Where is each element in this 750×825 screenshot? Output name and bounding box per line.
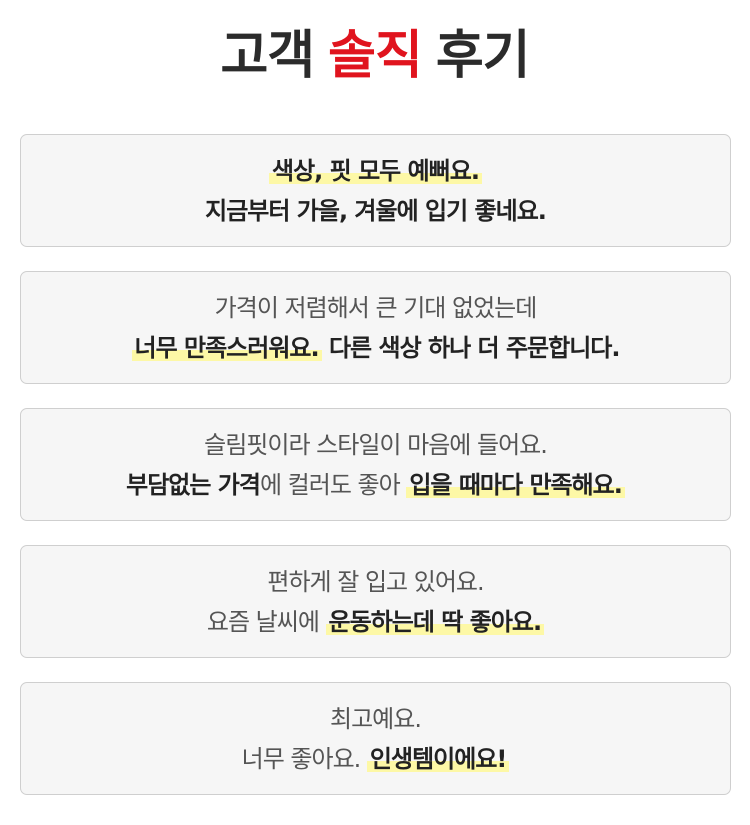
title-word-1: 고객 — [220, 25, 315, 86]
review-text: 너무 좋아요. — [241, 744, 367, 773]
highlighted-text: 색상, 핏 모두 예뻐요. — [269, 156, 482, 185]
review-line-second: 지금부터 가을, 겨울에 입기 좋네요. — [205, 196, 547, 226]
review-text: 다른 색상 하나 더 주문합니다. — [321, 333, 621, 362]
review-line-second: 부담없는 가격에 컬러도 좋아 입을 때마다 만족해요. — [126, 470, 625, 500]
review-text: 슬림핏이라 스타일이 마음에 들어요. — [204, 430, 548, 459]
review-line-second: 요즘 날씨에 운동하는데 딱 좋아요. — [206, 607, 545, 637]
review-card: 슬림핏이라 스타일이 마음에 들어요. 부담없는 가격에 컬러도 좋아 입을 때마… — [20, 408, 731, 521]
review-text: 가격이 저렴해서 큰 기대 없었는데 — [214, 293, 538, 322]
review-text: 지금부터 가을, 겨울에 입기 좋네요. — [205, 196, 547, 225]
title-word-2-highlight: 솔직 — [328, 25, 423, 86]
review-text: 에 컬러도 좋아 — [259, 470, 407, 499]
review-line-second: 너무 좋아요. 인생템이에요! — [242, 744, 510, 774]
page-title: 고객 솔직 후기 — [0, 0, 750, 100]
review-card: 최고예요. 너무 좋아요. 인생템이에요! — [20, 682, 731, 795]
review-line-first: 슬림핏이라 스타일이 마음에 들어요. — [204, 430, 548, 460]
highlighted-text: 입을 때마다 만족해요. — [406, 470, 625, 499]
review-text: 최고예요. — [330, 704, 422, 733]
highlighted-text: 운동하는데 딱 좋아요. — [325, 607, 545, 636]
review-card: 색상, 핏 모두 예뻐요. 지금부터 가을, 겨울에 입기 좋네요. — [20, 134, 731, 247]
highlighted-text: 너무 만족스러워요. — [131, 333, 322, 362]
review-text: 편하게 잘 입고 있어요. — [267, 567, 484, 596]
highlighted-text: 인생템이에요! — [366, 744, 510, 773]
review-card: 편하게 잘 입고 있어요. 요즘 날씨에 운동하는데 딱 좋아요. — [20, 545, 731, 658]
review-text: 요즘 날씨에 — [206, 607, 326, 636]
review-line-first: 편하게 잘 입고 있어요. — [267, 567, 484, 597]
review-line-first: 색상, 핏 모두 예뻐요. — [269, 156, 482, 186]
title-word-3: 후기 — [435, 25, 531, 86]
review-text: 부담없는 가격 — [126, 470, 261, 499]
review-line-first: 가격이 저렴해서 큰 기대 없었는데 — [214, 293, 538, 323]
review-line-second: 너무 만족스러워요. 다른 색상 하나 더 주문합니다. — [131, 333, 621, 363]
review-line-first: 최고예요. — [330, 704, 422, 734]
